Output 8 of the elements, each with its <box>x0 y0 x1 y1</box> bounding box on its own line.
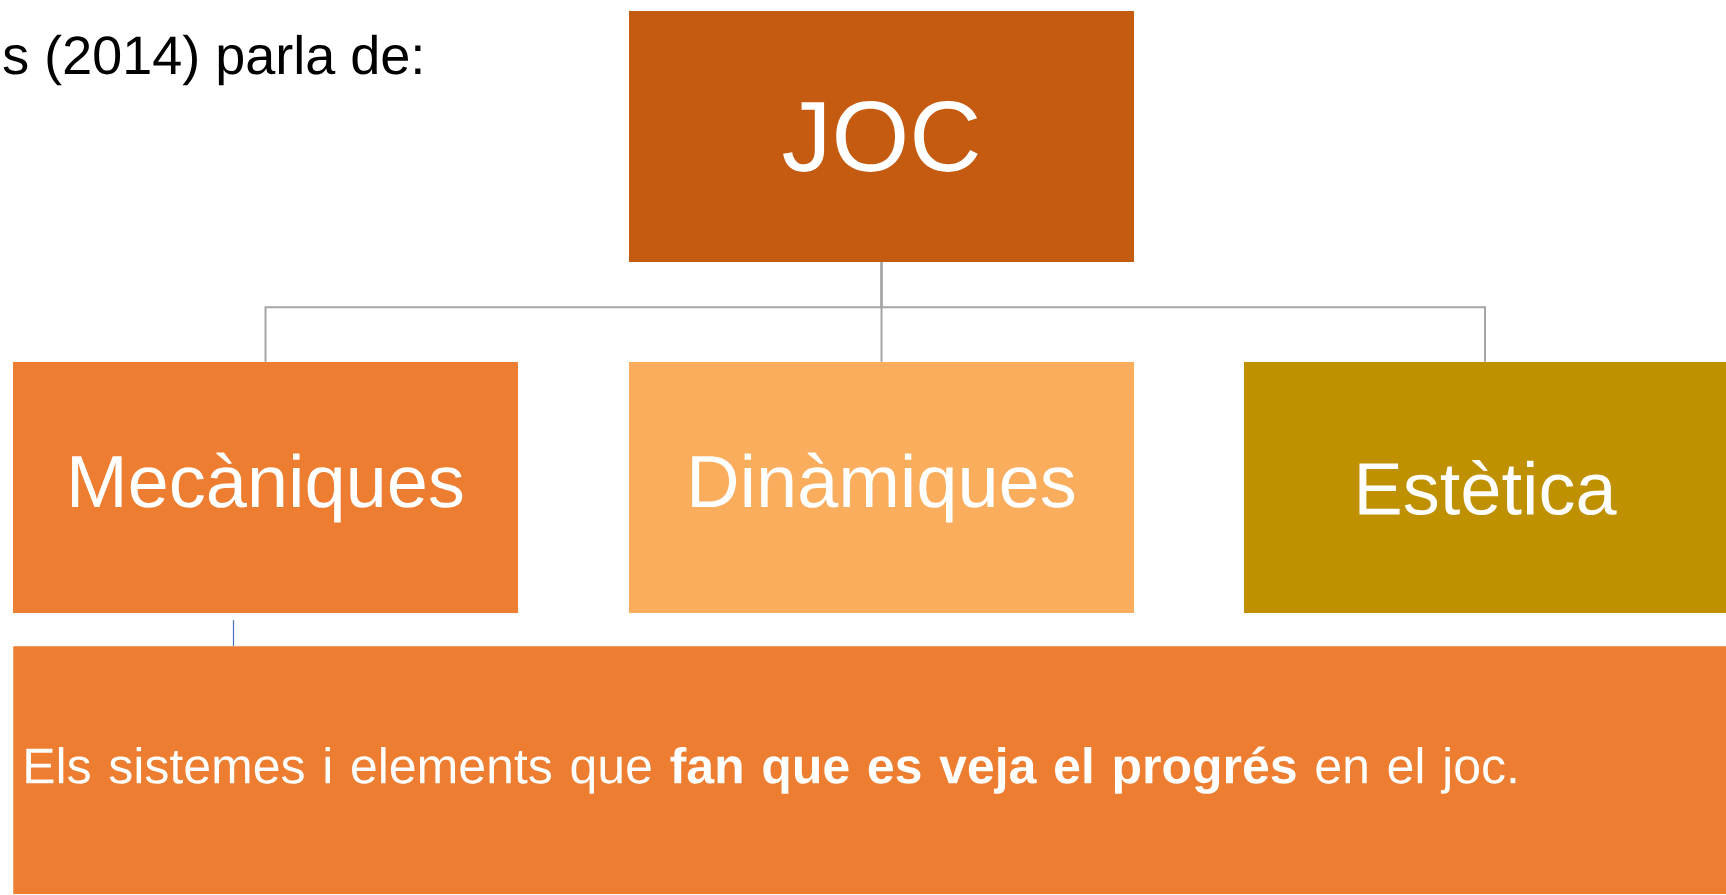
category-box: Dinàmiques <box>629 362 1134 613</box>
category-box: Mecàniques <box>13 362 518 613</box>
description-box: Els sistemes i elements que fan que es veja el progrés en el joc. <box>13 646 1726 895</box>
concept-box: JOC <box>629 11 1134 262</box>
connector-line <box>880 261 1486 363</box>
category-box: Estètica <box>1244 362 1726 613</box>
connector-line <box>232 619 235 647</box>
heading-text: s (2014) parla de: <box>3 34 421 86</box>
